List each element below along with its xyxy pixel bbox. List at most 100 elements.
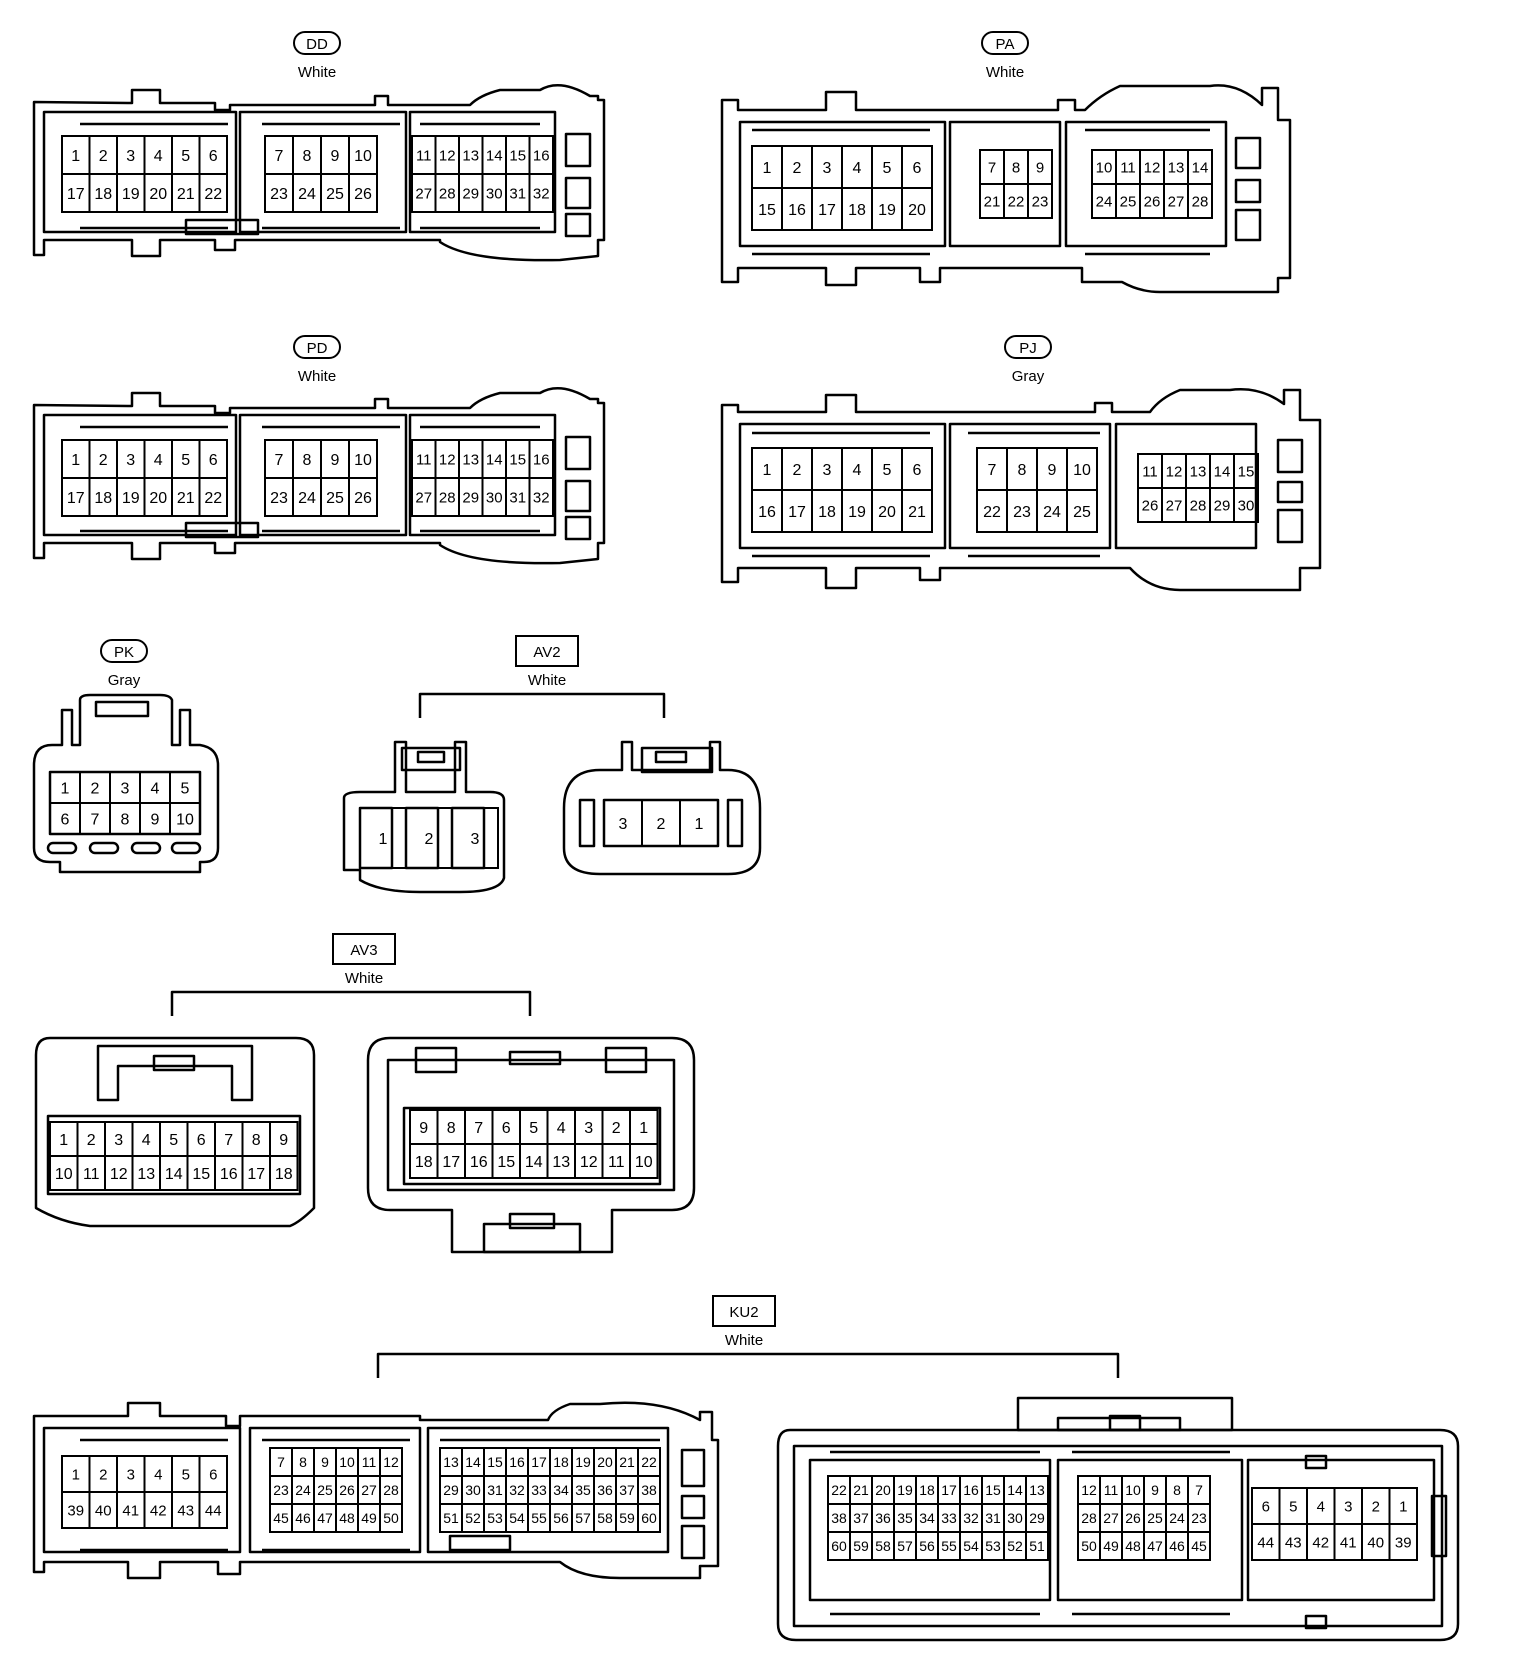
pin-number: 23: [1013, 504, 1031, 521]
pin-number: 14: [165, 1166, 183, 1183]
pin-number: 21: [908, 504, 926, 521]
pin-number: 51: [1029, 1538, 1045, 1554]
pin-number: 17: [788, 504, 806, 521]
pin-number: 9: [1036, 159, 1044, 176]
pin-number: 31: [509, 185, 526, 202]
pin-number: 5: [1289, 1498, 1297, 1515]
pin-cell: [348, 173, 378, 213]
pin-cell: [169, 802, 201, 835]
pin-number: 16: [963, 1482, 979, 1498]
pin-number: 18: [415, 1154, 433, 1171]
pin-number: 9: [419, 1120, 428, 1137]
pin-number: 19: [897, 1482, 913, 1498]
pin-number: 1: [379, 831, 388, 848]
pin-number: 20: [149, 490, 167, 507]
pin-number: 11: [608, 1154, 625, 1171]
pin-number: 22: [204, 490, 222, 507]
av3-group-bracket: [170, 990, 532, 1016]
av3-male-body: [34, 1036, 316, 1228]
pin-number: 14: [486, 147, 503, 164]
pin-number: 50: [383, 1510, 399, 1526]
ku2-code: KU2: [729, 1304, 758, 1321]
pin-number: 55: [531, 1510, 547, 1526]
pin-cell: [1025, 1531, 1049, 1561]
pin-number: 17: [442, 1154, 460, 1171]
pin-number: 53: [487, 1510, 503, 1526]
pin-number: 46: [1169, 1538, 1185, 1554]
pin-number: 41: [1340, 1534, 1357, 1551]
pin-number: 47: [317, 1510, 333, 1526]
pin-number: 54: [963, 1538, 979, 1554]
pin-number: 34: [919, 1510, 935, 1526]
pin-number: 52: [1007, 1538, 1023, 1554]
pin-number: 2: [425, 831, 434, 848]
pin-number: 8: [1012, 159, 1020, 176]
pin-number: 25: [326, 490, 344, 507]
pin-number: 3: [619, 816, 628, 833]
pin-number: 16: [788, 202, 806, 219]
pin-number: 10: [1125, 1482, 1141, 1498]
pin-number: 24: [1043, 504, 1061, 521]
pin-number: 22: [641, 1454, 657, 1470]
pin-number: 2: [657, 816, 666, 833]
pin-number: 8: [252, 1132, 261, 1149]
pin-number: 15: [509, 451, 526, 468]
pin-number: 10: [635, 1154, 653, 1171]
pin-number: 8: [1018, 462, 1027, 479]
pin-number: 58: [597, 1510, 613, 1526]
pin-number: 12: [1166, 463, 1183, 480]
pin-number: 60: [641, 1510, 657, 1526]
pin-number: 14: [1192, 159, 1209, 176]
pin-number: 9: [331, 452, 340, 469]
pin-number: 18: [818, 504, 836, 521]
pin-number: 26: [354, 490, 372, 507]
pin-number: 35: [897, 1510, 913, 1526]
pin-number: 31: [985, 1510, 1001, 1526]
pin-number: 54: [509, 1510, 525, 1526]
pj-color: Gray: [1012, 368, 1045, 385]
ku2-female-body: [776, 1396, 1460, 1642]
pin-number: 24: [1169, 1510, 1185, 1526]
pin-number: 23: [1191, 1510, 1207, 1526]
pin-number: 23: [270, 490, 288, 507]
pin-number: 6: [209, 148, 218, 165]
av2-connector-label: AV2 White: [515, 635, 579, 689]
pin-number: 19: [122, 490, 140, 507]
pin-number: 6: [209, 452, 218, 469]
pin-number: 5: [883, 462, 892, 479]
pin-number: 8: [447, 1120, 456, 1137]
pin-number: 5: [169, 1132, 178, 1149]
pin-number: 32: [963, 1510, 979, 1526]
pin-number: 13: [1190, 463, 1207, 480]
pin-number: 15: [192, 1166, 210, 1183]
pin-number: 5: [182, 1466, 190, 1483]
av2-color: White: [528, 672, 566, 689]
pin-number: 11: [1142, 463, 1158, 480]
pin-number: 28: [383, 1482, 399, 1498]
pin-number: 5: [181, 452, 190, 469]
pin-number: 36: [875, 1510, 891, 1526]
pin-number: 1: [72, 1466, 80, 1483]
pa-color: White: [986, 64, 1024, 81]
pin-number: 30: [1238, 497, 1255, 514]
pin-number: 21: [984, 193, 1001, 210]
pin-number: 6: [197, 1132, 206, 1149]
dd-connector-label: DD White: [293, 31, 341, 81]
pin-number: 29: [443, 1482, 459, 1498]
pin-number: 5: [883, 160, 892, 177]
pin-number: 16: [220, 1166, 238, 1183]
pin-cell: [629, 1143, 659, 1179]
pin-number: 17: [941, 1482, 957, 1498]
pin-number: 1: [695, 816, 704, 833]
pin-number: 28: [439, 489, 456, 506]
pk-code: PK: [114, 644, 134, 661]
pin-number: 19: [575, 1454, 591, 1470]
pin-number: 16: [509, 1454, 525, 1470]
pin-number: 38: [831, 1510, 847, 1526]
pin-number: 17: [67, 186, 85, 203]
pin-number: 27: [1166, 497, 1183, 514]
pin-number: 10: [1096, 159, 1113, 176]
pin-number: 3: [126, 148, 135, 165]
dd-code: DD: [306, 36, 328, 53]
pin-number: 18: [553, 1454, 569, 1470]
